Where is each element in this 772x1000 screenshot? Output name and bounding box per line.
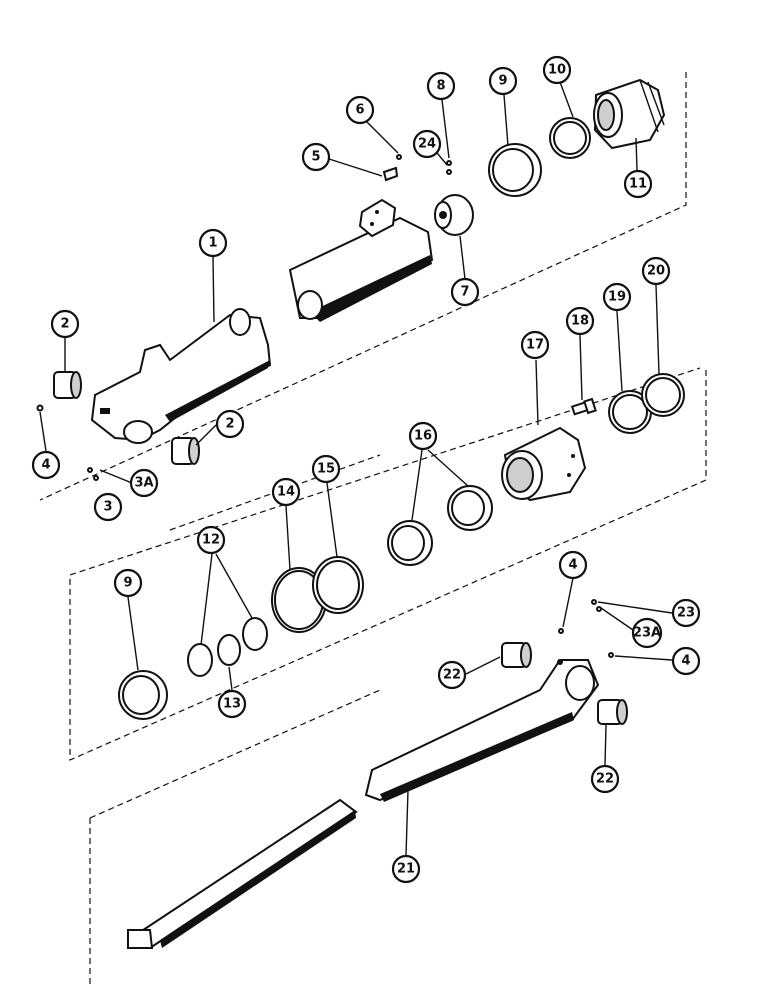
callout-17: 17 bbox=[520, 330, 550, 360]
svg-text:17: 17 bbox=[526, 338, 544, 353]
callout-14: 14 bbox=[271, 477, 301, 507]
callout-22-right: 22 bbox=[590, 764, 620, 794]
callout-24: 24 bbox=[412, 129, 442, 159]
svg-text:3A: 3A bbox=[134, 476, 153, 491]
callout-2-upper: 2 bbox=[50, 309, 80, 339]
svg-text:3: 3 bbox=[103, 500, 112, 515]
callout-23: 23 bbox=[671, 598, 701, 628]
callout-21: 21 bbox=[391, 854, 421, 884]
callout-9-upper: 9 bbox=[488, 66, 518, 96]
svg-text:24: 24 bbox=[418, 137, 436, 152]
svg-text:18: 18 bbox=[571, 314, 589, 329]
leader-lines bbox=[39, 81, 673, 856]
svg-text:10: 10 bbox=[548, 63, 566, 78]
seal-ring-10 bbox=[549, 117, 591, 159]
svg-text:8: 8 bbox=[436, 79, 445, 94]
svg-text:9: 9 bbox=[498, 74, 507, 89]
piston bbox=[434, 194, 474, 236]
callout-20: 20 bbox=[641, 256, 671, 286]
svg-text:2: 2 bbox=[60, 317, 69, 332]
callout-4-top-right: 4 bbox=[558, 550, 588, 580]
callout-15: 15 bbox=[311, 454, 341, 484]
svg-text:7: 7 bbox=[460, 285, 469, 300]
svg-text:23A: 23A bbox=[633, 626, 661, 641]
cylinder-tube bbox=[288, 198, 434, 322]
wear-ring-upper bbox=[488, 143, 542, 197]
callout-2-lower: 2 bbox=[215, 409, 245, 439]
svg-text:14: 14 bbox=[277, 485, 295, 500]
bushings-22 bbox=[501, 642, 628, 725]
assembly-guide-lines bbox=[39, 72, 707, 985]
svg-text:19: 19 bbox=[608, 290, 626, 305]
callout-19: 19 bbox=[602, 282, 632, 312]
callout-4-right: 4 bbox=[671, 646, 701, 676]
svg-text:9: 9 bbox=[123, 576, 132, 591]
callout-4-left: 4 bbox=[31, 450, 61, 480]
callout-9-lower: 9 bbox=[113, 568, 143, 598]
svg-text:16: 16 bbox=[414, 429, 432, 444]
callout-11: 11 bbox=[623, 169, 653, 199]
svg-text:4: 4 bbox=[681, 654, 690, 669]
callout-5: 5 bbox=[301, 142, 331, 172]
callout-12: 12 bbox=[196, 525, 226, 555]
gland bbox=[501, 426, 587, 502]
piston-rod bbox=[126, 659, 600, 950]
svg-text:12: 12 bbox=[202, 533, 220, 548]
rings-19-20 bbox=[608, 373, 685, 434]
svg-text:22: 22 bbox=[596, 772, 614, 787]
callout-22-left: 22 bbox=[437, 660, 467, 690]
rings-14-15 bbox=[271, 556, 364, 633]
svg-text:2: 2 bbox=[225, 417, 234, 432]
svg-text:20: 20 bbox=[647, 264, 665, 279]
callout-8: 8 bbox=[426, 71, 456, 101]
bushing-upper bbox=[53, 371, 82, 399]
callout-6: 6 bbox=[345, 95, 375, 125]
callout-13: 13 bbox=[217, 689, 247, 719]
bolt bbox=[570, 397, 597, 416]
callout-10: 10 bbox=[542, 55, 572, 85]
small-parts-top bbox=[382, 154, 452, 182]
svg-text:21: 21 bbox=[397, 862, 415, 877]
svg-text:15: 15 bbox=[317, 462, 335, 477]
callout-16: 16 bbox=[408, 421, 438, 451]
cylinder-barrel bbox=[90, 308, 272, 444]
cylinder-head bbox=[593, 78, 666, 150]
fittings-left bbox=[36, 404, 99, 481]
svg-text:13: 13 bbox=[223, 697, 241, 712]
svg-text:23: 23 bbox=[677, 606, 695, 621]
svg-text:4: 4 bbox=[41, 458, 50, 473]
callout-18: 18 bbox=[565, 306, 595, 336]
callout-3a: 3A bbox=[129, 468, 159, 498]
callout-7: 7 bbox=[450, 277, 480, 307]
callout-23a: 23A bbox=[631, 617, 663, 649]
svg-text:6: 6 bbox=[355, 103, 364, 118]
svg-text:4: 4 bbox=[568, 558, 577, 573]
wear-ring-lower bbox=[118, 670, 168, 720]
callout-1: 1 bbox=[198, 228, 228, 258]
callout-3: 3 bbox=[93, 492, 123, 522]
svg-text:11: 11 bbox=[629, 177, 647, 192]
svg-text:1: 1 bbox=[208, 236, 217, 251]
bushings-16 bbox=[387, 485, 493, 566]
bushing-lower bbox=[171, 437, 200, 465]
fittings-right bbox=[558, 599, 614, 658]
rings-12-13 bbox=[187, 617, 268, 677]
svg-text:5: 5 bbox=[311, 150, 320, 165]
svg-text:22: 22 bbox=[443, 668, 461, 683]
